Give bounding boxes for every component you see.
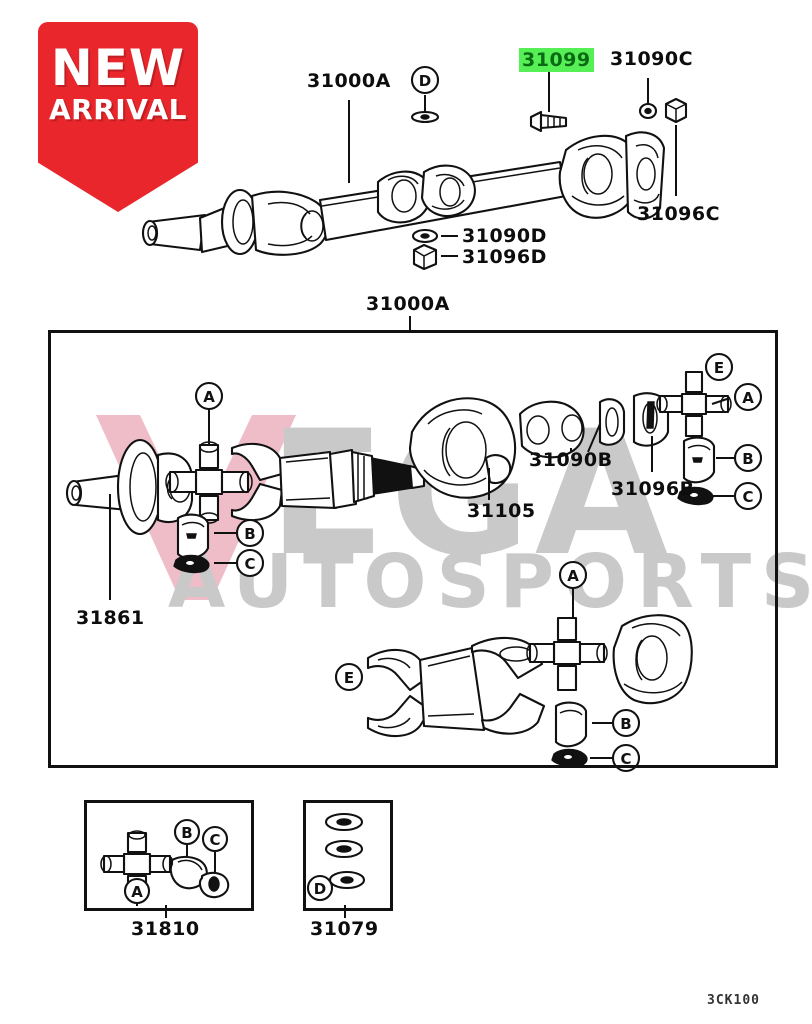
svg-text:C: C (742, 488, 753, 506)
detail-left-column-art (173, 513, 210, 574)
sheet-code: 3CK100 (707, 993, 760, 1008)
callout-b-left: B (235, 518, 265, 548)
svg-text:C: C (244, 555, 255, 573)
svg-text:E: E (344, 669, 354, 687)
svg-text:E: E (714, 359, 724, 377)
callout-c-left: C (235, 548, 265, 578)
kit-callout-d: D (306, 874, 334, 902)
callout-c-right: C (733, 481, 763, 511)
label-31000a-detail-title: 31000A (366, 293, 450, 315)
svg-text:B: B (742, 450, 753, 468)
top-leader-lines (348, 72, 677, 257)
detail-sliding-yoke-art (230, 442, 426, 522)
label-31090c: 31090C (610, 48, 694, 70)
top-propeller-shaft-art (141, 131, 666, 256)
label-31099-highlighted: 31099 (519, 48, 594, 72)
svg-text:B: B (181, 824, 192, 842)
svg-text:D: D (419, 72, 431, 90)
label-31096d: 31096D (462, 246, 547, 268)
label-31000a-top: 31000A (307, 70, 391, 92)
svg-text:C: C (209, 831, 220, 849)
svg-text:B: B (620, 715, 631, 733)
svg-text:D: D (314, 880, 326, 898)
callout-e-bottom: E (334, 662, 364, 692)
callout-a-right: A (733, 382, 763, 412)
kit-box-31079 (303, 800, 393, 911)
label-31090d: 31090D (462, 225, 547, 247)
kit-31079-art (324, 812, 366, 890)
kit-callout-c: C (201, 825, 229, 853)
svg-text:C: C (620, 750, 631, 768)
callout-a-bottom: A (558, 560, 588, 590)
label-31861: 31861 (76, 607, 145, 629)
svg-text:A: A (567, 567, 579, 585)
callout-c-bottom: C (611, 743, 641, 773)
label-31090b: 31090B (529, 449, 613, 471)
callout-d-top: D (410, 65, 440, 95)
svg-text:B: B (244, 525, 255, 543)
callout-e-right: E (704, 352, 734, 382)
label-31096c: 31096C (637, 203, 721, 225)
top-fasteners-art (410, 97, 688, 271)
kit-callout-a: A (123, 877, 151, 905)
label-31096b: 31096B (611, 478, 695, 500)
label-31105: 31105 (467, 500, 536, 522)
kit-box-31810 (84, 800, 254, 911)
detail-bottom-yokes-art (366, 614, 693, 768)
detail-right-column-art (656, 370, 732, 506)
detail-ujoint-spider-a1-art (165, 441, 253, 524)
badge-line-1: NEW (50, 39, 186, 97)
detail-seal-bearing-art (518, 392, 670, 459)
callout-b-right: B (733, 443, 763, 473)
svg-text:A: A (742, 389, 754, 407)
kit-label-ticks (165, 316, 411, 918)
badge-line-2: ARRIVAL (49, 93, 187, 126)
label-31810: 31810 (131, 918, 200, 940)
callout-b-bottom: B (611, 708, 641, 738)
svg-text:A: A (131, 883, 143, 901)
svg-text:A: A (203, 388, 215, 406)
label-31079: 31079 (310, 918, 379, 940)
kit-callout-b: B (173, 818, 201, 846)
callout-a-left: A (194, 381, 224, 411)
detail-assembly-frame (48, 330, 778, 768)
